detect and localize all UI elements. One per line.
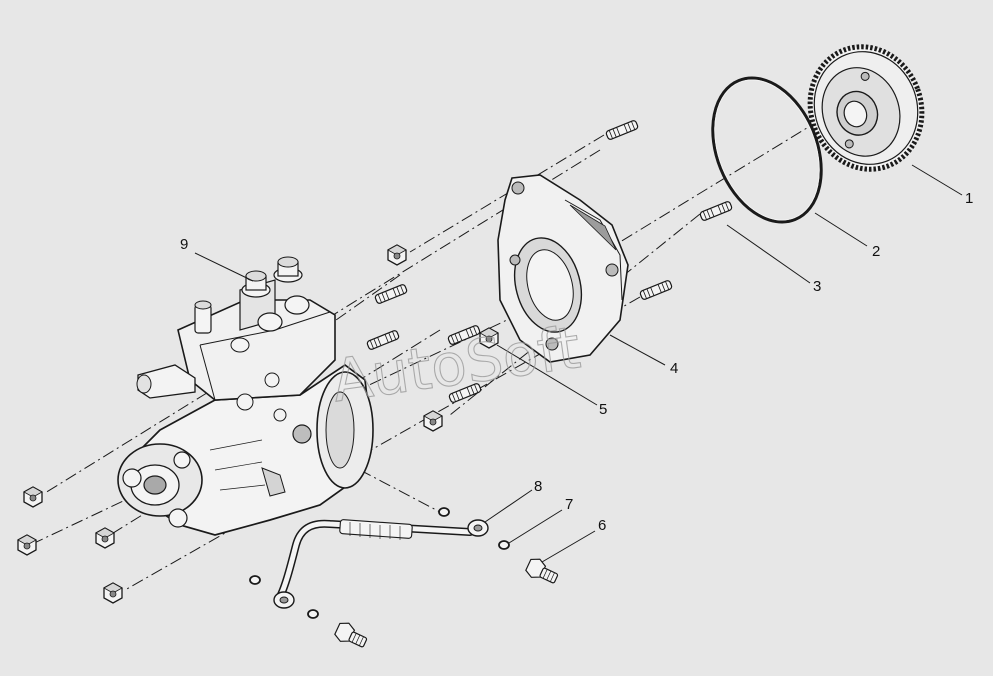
callout-9: 9 bbox=[180, 236, 188, 253]
pump-mounting-flange bbox=[497, 174, 629, 363]
fuel-return-pipe bbox=[273, 519, 489, 609]
callout-4: 4 bbox=[670, 360, 678, 377]
callout-1: 1 bbox=[965, 190, 973, 207]
o-ring bbox=[711, 76, 823, 224]
banjo-bolts bbox=[332, 555, 562, 652]
callout-6: 6 bbox=[598, 517, 606, 534]
callout-3: 3 bbox=[813, 278, 821, 295]
callout-8: 8 bbox=[534, 478, 542, 495]
timing-gear bbox=[807, 44, 925, 172]
callout-2: 2 bbox=[872, 243, 880, 260]
callout-5: 5 bbox=[599, 401, 607, 418]
leader-lines bbox=[194, 164, 963, 563]
injection-pump bbox=[117, 256, 374, 536]
callout-7: 7 bbox=[565, 496, 573, 513]
callout-labels: 1 2 3 4 5 6 7 8 9 bbox=[180, 190, 973, 534]
